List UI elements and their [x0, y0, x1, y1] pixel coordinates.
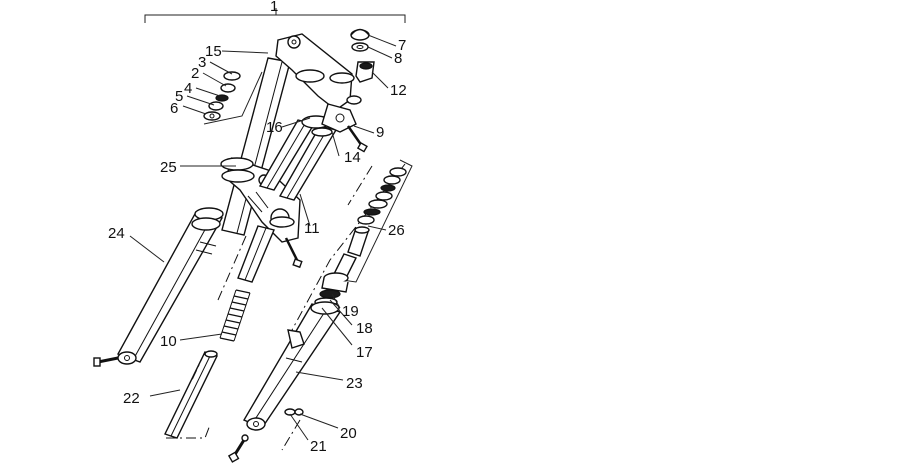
callout-16: 16: [266, 119, 283, 136]
upper-triple-clamp: [275, 33, 368, 153]
fork-spring-10: [219, 289, 251, 342]
callout-24: 24: [108, 225, 125, 242]
callout-10: 10: [160, 333, 177, 350]
damper-tube-22: [164, 350, 218, 439]
callout-14: 14: [344, 149, 361, 166]
callout-1: 1: [270, 0, 278, 15]
damper-internals-26: [329, 159, 413, 291]
callout-4: 4: [184, 80, 192, 97]
leader-lines: [129, 34, 397, 441]
callout-labels: 1 2 3 4 5 6 7 8 9 10 11 12 14 15 16 17 1…: [108, 0, 407, 455]
callout-25: 25: [160, 159, 177, 176]
assembly-bracket: [144, 8, 406, 23]
callout-23: 23: [346, 375, 363, 392]
callout-12: 12: [390, 82, 407, 99]
callout-11: 11: [304, 220, 320, 237]
callout-3: 3: [198, 54, 206, 71]
callout-7: 7: [398, 37, 406, 54]
lower-triple-clamp: [220, 157, 303, 269]
callout-17: 17: [356, 344, 373, 361]
callout-5: 5: [175, 88, 183, 105]
callout-15: 15: [205, 43, 222, 60]
callout-9: 9: [376, 124, 384, 141]
top-cap-assembly: [346, 28, 375, 105]
callout-8: 8: [394, 50, 402, 67]
callout-18: 18: [356, 320, 373, 337]
callout-20: 20: [340, 425, 357, 442]
left-fork-leg: [93, 57, 291, 367]
callout-22: 22: [123, 390, 140, 407]
callout-6: 6: [170, 100, 178, 117]
callout-2: 2: [191, 65, 199, 82]
callout-19: 19: [342, 303, 359, 320]
steering-stem: [237, 115, 338, 283]
callout-21: 21: [310, 438, 327, 455]
callout-26: 26: [388, 222, 405, 239]
right-slider-23: [227, 301, 342, 463]
